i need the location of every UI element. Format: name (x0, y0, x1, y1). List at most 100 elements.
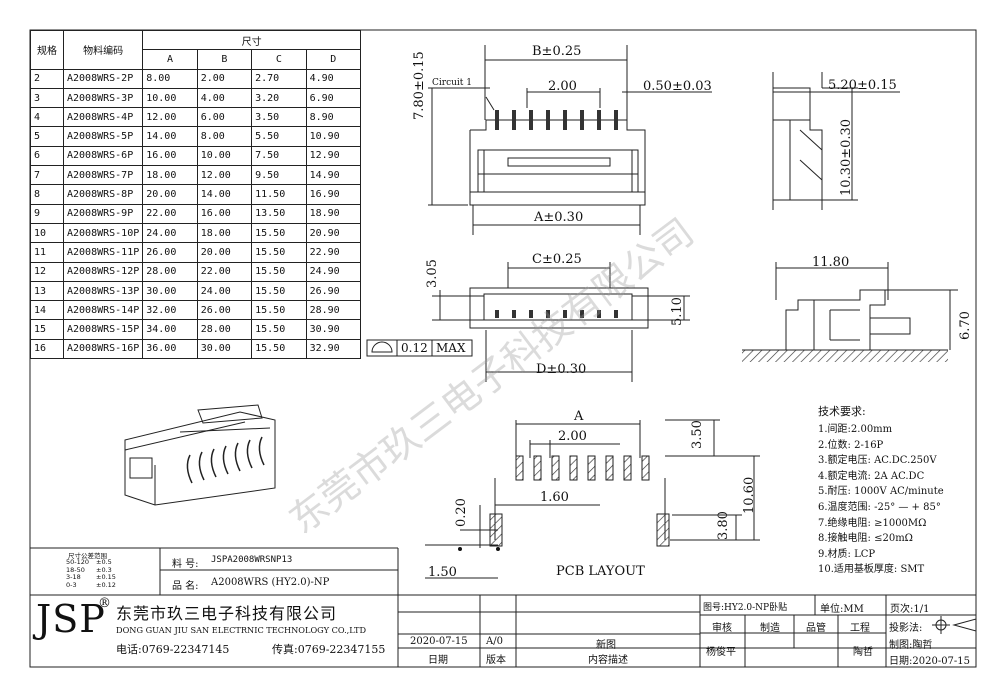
table-cell: 28.00 (142, 261, 198, 282)
table-cell: A2008WRS-8P (62, 184, 144, 205)
table-cell: 12.00 (142, 107, 198, 128)
dim-b: B±0.25 (532, 44, 582, 59)
table-cell: 30.00 (196, 338, 253, 360)
requirement-item: 10.适用基板厚度: SMT (818, 564, 925, 576)
table-cell: 15.50 (251, 242, 307, 263)
pcb-layout-title: PCB LAYOUT (556, 564, 645, 579)
table-cell: 12.00 (196, 165, 253, 186)
dim-a: A±0.30 (534, 210, 584, 225)
table-cell: 5 (30, 126, 64, 147)
table-cell: A2008WRS-10P (62, 222, 144, 244)
table-cell: A2008WRS-13P (62, 280, 144, 302)
dim-pin-width: 0.50±0.03 (643, 79, 712, 94)
table-cell: 3.50 (251, 107, 307, 128)
table-cell: A2008WRS-3P (62, 87, 144, 109)
table-cell: 34.00 (142, 319, 198, 340)
table-cell: 24.00 (142, 222, 198, 244)
table-cell: 30.90 (305, 319, 362, 340)
engineer-name: 陶哲 (853, 647, 873, 658)
dim-pcb-020: 0.20 (454, 498, 469, 527)
table-cell: 2 (30, 68, 64, 89)
revision-desc-label: 内容描述 (588, 655, 628, 666)
unit-label: 单位:MM (820, 604, 864, 615)
table-cell: 2.70 (251, 68, 307, 89)
dim-side-520: 5.20±0.15 (828, 78, 897, 93)
table-cell: 7.50 (251, 145, 307, 167)
front-pins (495, 110, 618, 130)
table-cell: 5.50 (251, 126, 307, 147)
table-cell: 15 (30, 319, 64, 340)
table-cell: 8.00 (196, 126, 253, 147)
qc-label: 品管 (806, 623, 826, 634)
requirement-item: 1.间距:2.00mm (818, 424, 893, 435)
table-cell: 18.00 (142, 165, 198, 186)
table-cell: 28.90 (305, 300, 362, 321)
tolerance-title: 尺寸公差范围 (68, 552, 107, 560)
revision-date-label: 日期 (428, 655, 448, 666)
dim-side2-1180: 11.80 (812, 255, 850, 270)
header-a: A (142, 49, 198, 70)
header-dim: 尺寸 (142, 29, 361, 51)
company-fax: 传真:0769-22347155 (272, 643, 386, 656)
draw-date: 日期:2020-07-15 (889, 656, 971, 667)
table-cell: A2008WRS-16P (62, 338, 144, 360)
drawing-number: 图号:HY2.0-NP卧贴 (703, 603, 788, 613)
page-label: 页次:1/1 (890, 604, 930, 615)
reviewer-name: 杨俊平 (706, 647, 736, 658)
table-cell: 26.00 (196, 300, 253, 321)
dim-pcb-160: 1.60 (540, 490, 569, 505)
table-cell: 18.00 (196, 222, 253, 244)
tolerance-cell: ±0.15 (96, 573, 116, 582)
table-cell: 20.00 (196, 242, 253, 263)
requirement-item: 6.温度范围: -25° — + 85° (818, 502, 941, 513)
table-cell: A2008WRS-6P (62, 145, 144, 167)
company-name-en: DONG GUAN JIU SAN ELECTRNIC TECHNOLOGY C… (116, 625, 367, 635)
table-cell: 24.00 (196, 280, 253, 302)
table-cell: A2008WRS-15P (62, 319, 144, 340)
table-cell: 16.00 (196, 203, 253, 224)
table-cell: 28.00 (196, 319, 253, 340)
table-cell: 7 (30, 165, 64, 186)
review-label: 审核 (712, 623, 732, 634)
table-cell: 32.00 (142, 300, 198, 321)
dim-pcb-pitch: 2.00 (558, 429, 587, 444)
requirement-item: 9.材质: LCP (818, 548, 876, 560)
table-cell: 15.50 (251, 300, 307, 321)
eng-label: 工程 (850, 623, 870, 634)
table-cell: 15.50 (251, 222, 307, 244)
table-cell: 12 (30, 261, 64, 282)
dim-pcb-380: 3.80 (716, 511, 731, 540)
table-cell: 22.00 (196, 261, 253, 282)
dim-pcb-350: 3.50 (690, 420, 705, 449)
dim-flat-max: MAX (436, 341, 466, 355)
company-logo: JSP (36, 597, 106, 641)
table-cell: 22.00 (142, 203, 198, 224)
header-spec: 规格 (30, 30, 64, 70)
table-cell: 14 (30, 300, 64, 321)
table-cell: 20.90 (305, 222, 362, 244)
table-cell: 15.50 (251, 261, 307, 282)
table-cell: 9 (30, 203, 64, 224)
side-view-2 (742, 262, 958, 362)
revision-date: 2020-07-15 (410, 636, 468, 647)
table-cell: 15.50 (251, 338, 307, 360)
tolerance-cell: ±0.12 (96, 580, 116, 589)
tolerance-cell: 0-3 (66, 580, 77, 589)
table-cell: 10 (30, 222, 64, 244)
table-cell: 4.90 (305, 68, 362, 89)
table-cell: 13 (30, 280, 64, 302)
